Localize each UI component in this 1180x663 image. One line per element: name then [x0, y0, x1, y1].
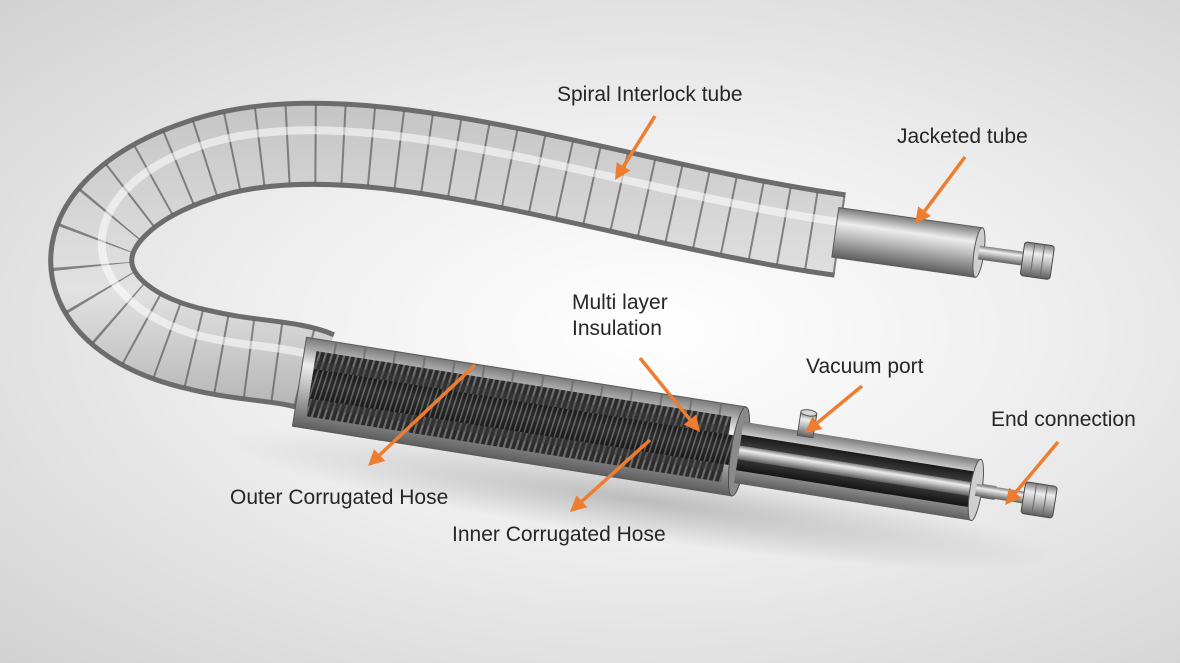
arrow-spiral-interlock-head [615, 162, 631, 180]
label-spiral-interlock-tube: Spiral Interlock tube [557, 83, 743, 106]
label-end-connection: End connection [991, 408, 1136, 431]
arrow-end-connection [1013, 440, 1060, 494]
spiral-interlock-body [48, 100, 846, 413]
label-jacketed-tube: Jacketed tube [897, 125, 1028, 148]
label-multi-layer-insulation: Multi layer Insulation [572, 291, 668, 340]
label-inner-corrugated-hose: Inner Corrugated Hose [452, 523, 666, 546]
arrow-jacketed-tube-head [915, 206, 931, 224]
callout-arrows [368, 115, 1060, 512]
arrow-vacuum-port-head [805, 416, 823, 433]
arrow-jacketed-tube [923, 155, 967, 213]
arrow-outer-corrugated-hose-head [368, 449, 386, 466]
arrow-spiral-interlock [621, 115, 657, 168]
arrow-multi-layer-insulation [638, 356, 692, 421]
arrow-inner-corrugated-hose [580, 438, 652, 503]
arrow-multi-layer-insulation-head [683, 414, 700, 432]
arrow-inner-corrugated-hose-head [570, 495, 588, 512]
arrow-end-connection-head [1005, 487, 1022, 505]
label-vacuum-port: Vacuum port [806, 355, 924, 378]
label-outer-corrugated-hose: Outer Corrugated Hose [230, 486, 449, 509]
outer-sleeve [291, 336, 751, 497]
arrow-outer-corrugated-hose [378, 363, 477, 457]
upper-jacketed-tube [831, 207, 1055, 280]
arrow-vacuum-port [816, 384, 864, 425]
lower-jacketed-tube [733, 409, 1058, 522]
